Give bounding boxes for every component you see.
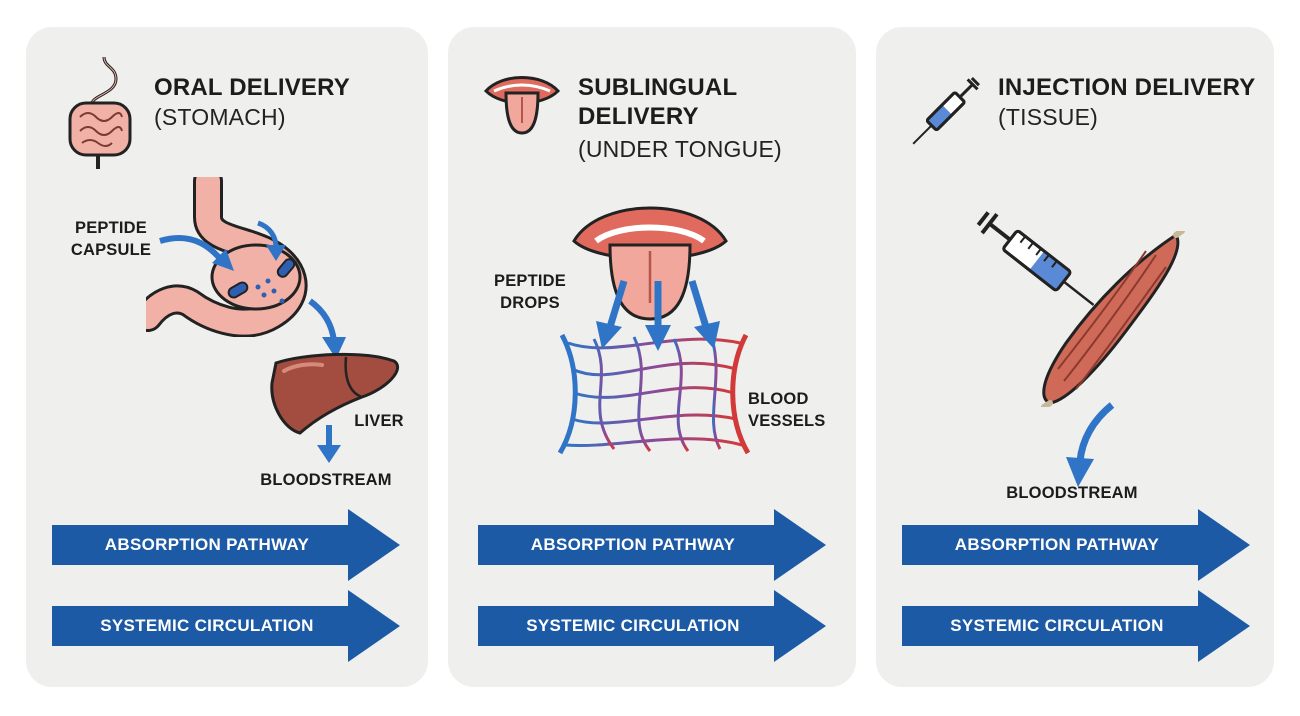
injection-delivery-panel: INJECTION DELIVERY (TISSUE) BLOODSTREAM … xyxy=(876,27,1274,687)
panel-title: SUBLINGUAL DELIVERY xyxy=(578,74,737,130)
systemic-circulation-arrow: SYSTEMIC CIRCULATION xyxy=(52,590,400,662)
panel-title: ORAL DELIVERY xyxy=(154,74,350,101)
stomach-arrow-icon xyxy=(257,220,286,261)
tongue-icon xyxy=(572,206,728,321)
arrow-label: SYSTEMIC CIRCULATION xyxy=(950,616,1164,635)
peptide-capsule-label: PEPTIDE CAPSULE xyxy=(70,219,152,259)
bloodstream-label: BLOODSTREAM xyxy=(260,471,392,489)
arrow-label: SYSTEMIC CIRCULATION xyxy=(100,616,314,635)
stomach-icon xyxy=(146,177,308,337)
muscle-icon xyxy=(1041,231,1185,407)
arrow-label: SYSTEMIC CIRCULATION xyxy=(526,616,740,635)
drop-arrows-icon xyxy=(596,279,720,351)
mouth-tongue-icon xyxy=(483,76,561,135)
peptide-drops-label: PEPTIDE DROPS xyxy=(493,272,566,312)
sublingual-delivery-panel: SUBLINGUAL DELIVERY (UNDER TONGUE) PEPTI… xyxy=(448,27,856,687)
absorption-pathway-arrow: ABSORPTION PATHWAY xyxy=(902,509,1250,581)
absorption-pathway-arrow: ABSORPTION PATHWAY xyxy=(52,509,400,581)
systemic-circulation-arrow: SYSTEMIC CIRCULATION xyxy=(902,590,1250,662)
capsule-arrow-icon xyxy=(159,234,234,271)
absorption-pathway-arrow: ABSORPTION PATHWAY xyxy=(478,509,826,581)
to-bloodstream-arrow-icon xyxy=(317,425,341,463)
panel-subtitle: (TISSUE) xyxy=(998,104,1098,130)
blood-vessels-icon xyxy=(557,333,751,455)
panel-subtitle: (UNDER TONGUE) xyxy=(578,136,782,162)
syringe-large-icon xyxy=(976,211,1095,306)
liver-label: LIVER xyxy=(354,412,404,430)
arrow-label: ABSORPTION PATHWAY xyxy=(530,535,736,554)
arrow-label: ABSORPTION PATHWAY xyxy=(104,535,310,554)
arrow-label: ABSORPTION PATHWAY xyxy=(954,535,1160,554)
panel-title: INJECTION DELIVERY xyxy=(998,74,1256,101)
blood-vessels-label: BLOOD VESSELS xyxy=(748,390,826,430)
intestine-icon xyxy=(68,56,132,169)
panel-subtitle: (STOMACH) xyxy=(154,104,286,130)
systemic-circulation-arrow: SYSTEMIC CIRCULATION xyxy=(478,590,826,662)
to-liver-arrow-icon xyxy=(308,298,346,359)
syringe-icon xyxy=(912,76,981,145)
bloodstream-label: BLOODSTREAM xyxy=(1006,484,1138,502)
oral-delivery-panel: ORAL DELIVERY (STOMACH) PEPTIDE CAPSULE … xyxy=(26,27,428,687)
liver-icon xyxy=(270,352,400,435)
to-bloodstream-arrow-icon xyxy=(1066,402,1115,487)
